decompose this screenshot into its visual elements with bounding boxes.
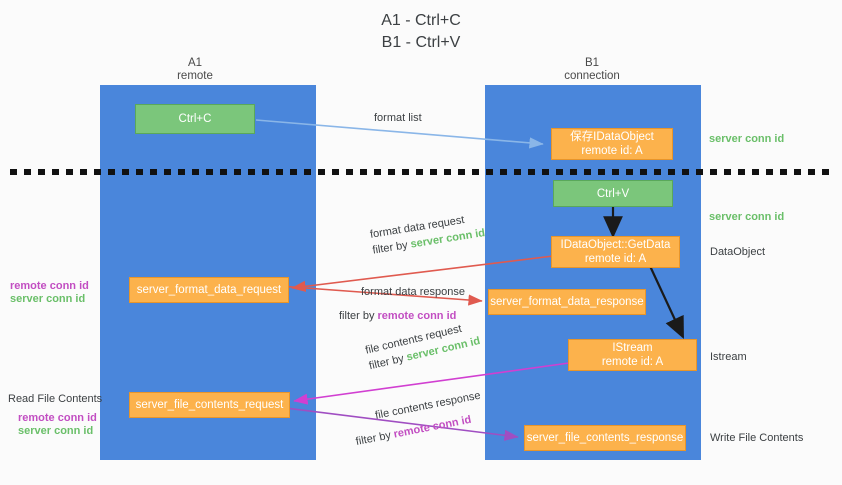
right-label-istream: Istream [710,351,747,363]
box-ctrl-c[interactable]: Ctrl+C [135,104,255,134]
box-getdata[interactable]: IDataObject::GetData remote id: A [551,236,680,268]
edge-label-format-data-response-line1: format data response [361,286,465,298]
left-label-remote-conn-id-1: remote conn id [10,280,89,292]
edge-label-format-data-response-value: remote conn id [377,310,457,322]
box-istream-line1: IStream [612,342,653,354]
box-server-format-data-request[interactable]: server_format_data_request [129,277,289,303]
box-server-file-contents-request-label: server_file_contents_request [135,399,284,411]
right-label-write-file-contents: Write File Contents [710,432,804,444]
box-server-format-data-response[interactable]: server_format_data_response [488,289,646,315]
right-label-dataobject: DataObject [710,246,766,258]
box-istream[interactable]: IStream remote id: A [568,339,697,371]
right-label-server-conn-id-top: server conn id [709,133,785,145]
edge-label-file-contents-response-value: remote conn id [392,413,473,441]
box-ctrl-v[interactable]: Ctrl+V [553,180,673,207]
left-label-read-file-contents: Read File Contents [8,393,103,405]
lane-b1-sub: connection [564,70,620,82]
lane-b1-name: B1 [584,57,600,69]
title-line-2: B1 - Ctrl+V [381,34,461,51]
left-label-remote-conn-id-2: remote conn id [18,412,97,424]
edge-label-file-contents-response-prefix: filter by [354,428,395,448]
box-ctrl-v-label: Ctrl+V [596,187,630,200]
box-server-file-contents-request[interactable]: server_file_contents_request [129,392,290,418]
lane-header-a1: A1 remote [120,57,270,83]
page-title: A1 - Ctrl+C B1 - Ctrl+V [0,10,842,54]
right-label-server-conn-id-mid: server conn id [709,211,785,223]
box-save-dataobject-line2: remote id: A [581,145,643,157]
box-server-file-contents-response[interactable]: server_file_contents_response [524,425,686,451]
edge-label-format-data-response: format data response filter by remote co… [339,285,478,322]
left-label-server-conn-id-2: server conn id [18,425,94,437]
edge-label-file-contents-response: file contents response filter by remote … [355,387,495,448]
title-line-1: A1 - Ctrl+C [381,12,461,29]
box-server-format-data-response-label: server_format_data_response [490,296,644,308]
lane-a1-sub: remote [177,70,213,82]
lane-a1-name: A1 [187,57,203,69]
box-ctrl-c-label: Ctrl+C [178,113,212,125]
left-label-server-conn-id-1: server conn id [10,293,86,305]
edge-label-format-list: format list [374,112,422,124]
box-server-file-contents-response-label: server_file_contents_response [526,432,684,444]
edge-label-format-data-request: format data request filter by server con… [369,210,486,257]
edge-label-file-contents-response-line1: file contents response [374,389,482,422]
box-save-dataobject-line1: 保存IDataObject [570,131,654,143]
edge-label-file-contents-request: file contents request filter by server c… [364,318,481,372]
box-getdata-line2: remote id: A [584,253,647,265]
box-save-dataobject[interactable]: 保存IDataObject remote id: A [551,128,673,160]
box-server-format-data-request-label: server_format_data_request [136,284,282,296]
lane-header-b1: B1 connection [517,57,667,83]
box-istream-line2: remote id: A [601,356,664,368]
box-getdata-line1: IDataObject::GetData [560,239,671,251]
edge-label-format-data-response-prefix: filter by [339,310,378,322]
edge-label-format-data-request-prefix: filter by [371,238,412,257]
